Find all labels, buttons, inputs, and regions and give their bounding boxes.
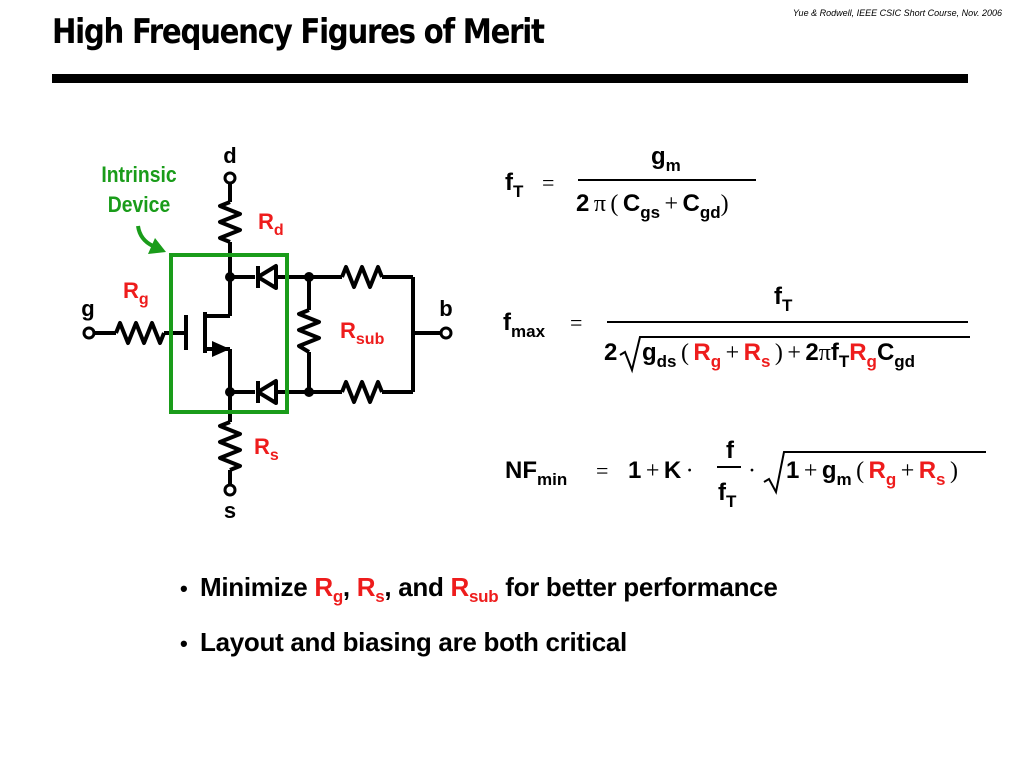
resistor-rs	[218, 420, 242, 472]
fmax-denominator: 2 gds ( Rg + Rs ) + 2πfTRgCgd	[604, 339, 915, 371]
nfmin-rhs: = 1 + K ·	[596, 457, 694, 484]
node-rsub-bot	[304, 387, 314, 397]
resistor-bot-right	[340, 380, 384, 404]
rd-label: Rd	[258, 209, 284, 239]
terminal-b-label: b	[439, 296, 452, 321]
node-d1	[225, 272, 235, 282]
equations: fT = gm 2 π ( Cgs + Cgd) fmax = fT 2 gds…	[503, 143, 986, 511]
eq-ft: fT = gm 2 π ( Cgs + Cgd)	[505, 143, 756, 222]
terminal-d-label: d	[223, 143, 236, 168]
nfmin-frac-num: f	[726, 437, 735, 464]
b1-rg: Rg	[314, 572, 343, 607]
ft-eq: =	[542, 170, 554, 195]
bullet-item-2: • Layout and biasing are both critical	[180, 627, 778, 658]
slide-title: High Frequency Figures of Merit	[52, 12, 545, 52]
intrinsic-label-1: Intrinsic	[101, 163, 176, 187]
rs-label: Rs	[254, 434, 279, 464]
diode-top-triangle	[256, 264, 278, 290]
mosfet-arrow	[212, 341, 230, 357]
resistor-rg	[114, 321, 166, 345]
diode-bot-triangle	[256, 379, 278, 405]
ft-denominator: 2 π ( Cgs + Cgd)	[576, 190, 729, 222]
b1-pre: Minimize	[200, 572, 315, 602]
bullet-item-1: • Minimize Rg, Rs, and Rsub for better pe…	[180, 572, 778, 607]
bullet-marker: •	[180, 631, 188, 657]
nfmin-lhs: NFmin	[505, 457, 567, 489]
intrinsic-device-box	[169, 253, 289, 414]
resistor-rsub	[297, 308, 321, 354]
nfmin-dot2: ·	[748, 458, 756, 484]
b1-rs: Rs	[356, 572, 385, 607]
ft-numerator: gm	[651, 143, 681, 175]
b1-sep2: , and	[384, 572, 451, 602]
mosfet-equivalent-circuit: Intrinsic Device d g b s Rd Rg Rs Rsub	[81, 143, 453, 523]
ft-lhs: fT	[505, 169, 524, 201]
terminal-b	[439, 326, 453, 340]
bullet-list: • Minimize Rg, Rs, and Rsub for better pe…	[180, 572, 778, 678]
nfmin-radicand: 1 + gm ( Rg + Rs )	[786, 457, 958, 489]
terminal-s	[223, 483, 237, 497]
intrinsic-label-2: Device	[108, 193, 170, 217]
b1-sep1: ,	[342, 572, 357, 602]
eq-fmax: fmax = fT 2 gds ( Rg + Rs ) + 2πfTRgCgd	[503, 283, 970, 374]
fmax-sqrt	[619, 336, 970, 374]
annotation-arrow	[136, 225, 154, 248]
fmax-lhs: fmax	[503, 309, 546, 341]
node-rsub-top	[304, 272, 314, 282]
rg-label: Rg	[123, 278, 149, 308]
bullet-marker: •	[180, 576, 188, 601]
terminal-g	[82, 326, 96, 340]
node-s1	[225, 387, 235, 397]
resistor-top-right	[340, 265, 384, 289]
nfmin-sqrt	[763, 451, 986, 495]
rsub-label: Rsub	[340, 318, 385, 348]
b2-text: Layout and biasing are both critical	[200, 627, 627, 658]
terminal-s-label: s	[224, 498, 236, 523]
title-rule	[52, 74, 968, 83]
resistor-rd	[218, 200, 242, 244]
b1-post: for better performance	[498, 572, 778, 602]
fmax-numerator: fT	[774, 283, 793, 315]
fmax-eq: =	[570, 310, 582, 335]
annotation-arrowhead	[148, 238, 166, 254]
b1-rsub: Rsub	[450, 572, 499, 607]
eq-nfmin: NFmin = 1 + K · f fT · 1 + gm ( Rg + Rs …	[505, 437, 986, 511]
terminal-d	[223, 171, 237, 185]
terminal-g-label: g	[81, 296, 94, 321]
slide-credit: Yue & Rodwell, IEEE CSIC Short Course, N…	[792, 8, 1002, 18]
nfmin-frac-den: fT	[718, 479, 737, 511]
